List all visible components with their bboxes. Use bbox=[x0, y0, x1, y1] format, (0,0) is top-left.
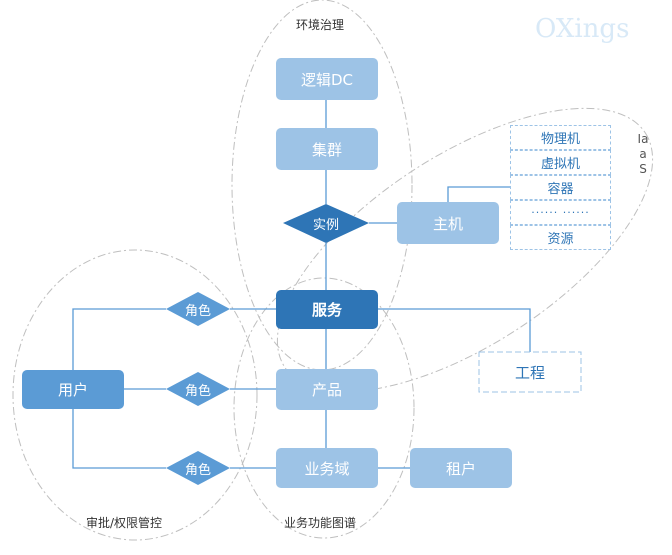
connector-user-role1 bbox=[72, 308, 166, 370]
business-domain-node: 业务域 bbox=[276, 448, 378, 488]
role-label-domain: 角色 bbox=[184, 462, 211, 478]
connector-host-resources bbox=[447, 186, 510, 202]
product-node: 产品 bbox=[276, 369, 378, 410]
role-label-product: 角色 bbox=[184, 383, 211, 399]
logic-dc-node: 逻辑DC bbox=[276, 58, 378, 100]
resource-ellipsis: ······ ······ bbox=[510, 200, 611, 225]
user-node: 用户 bbox=[22, 370, 124, 409]
resource-physical-machine: 物理机 bbox=[510, 125, 611, 150]
business-map-label: 业务功能图谱 bbox=[284, 516, 357, 530]
role-diamond-domain bbox=[166, 451, 230, 485]
role-diamond-product bbox=[166, 372, 230, 406]
instance-diamond bbox=[283, 204, 369, 243]
env-governance-label: 环境治理 bbox=[296, 18, 345, 32]
iaas-label: IaaS bbox=[637, 132, 649, 176]
host-node: 主机 bbox=[397, 202, 499, 244]
resource-virtual-machine: 虚拟机 bbox=[510, 150, 611, 175]
cluster-node: 集群 bbox=[276, 128, 378, 170]
resource-generic: 资源 bbox=[510, 225, 611, 250]
approval-label: 审批/权限管控 bbox=[86, 516, 163, 530]
watermark-logo: OXings bbox=[535, 14, 630, 44]
role-label-service: 角色 bbox=[184, 303, 211, 319]
env-governance-ellipse bbox=[231, 0, 413, 371]
connector-service-engineering bbox=[378, 308, 531, 352]
iaas-ellipse bbox=[276, 107, 654, 393]
business-map-ellipse bbox=[233, 277, 415, 539]
service-node: 服务 bbox=[276, 290, 378, 329]
tenant-node: 租户 bbox=[410, 448, 512, 488]
resource-container: 容器 bbox=[510, 175, 611, 200]
instance-label: 实例 bbox=[312, 217, 339, 233]
engineering-label: 工程 bbox=[514, 363, 545, 382]
connector-user-role3 bbox=[72, 409, 166, 469]
role-diamond-service bbox=[166, 292, 230, 326]
approval-ellipse bbox=[12, 249, 258, 541]
engineering-box bbox=[478, 351, 582, 393]
